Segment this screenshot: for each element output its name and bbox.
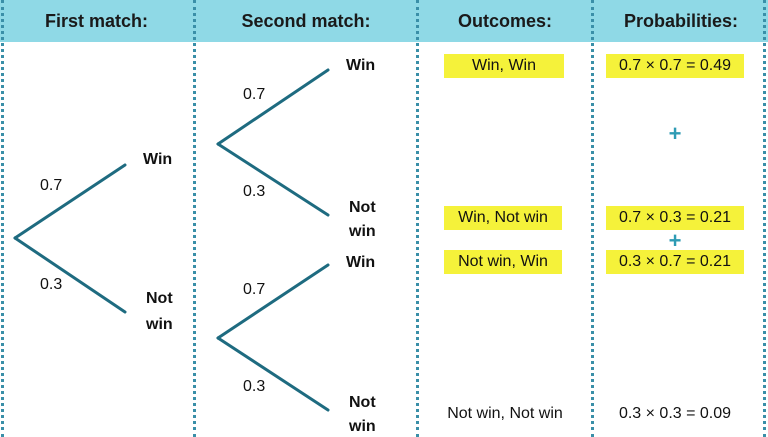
branch-first-notwin [13, 236, 127, 314]
plus-sign-1: + [668, 121, 682, 146]
divider-left [1, 0, 4, 437]
second-lower-notwin-label-1: Not [349, 394, 376, 411]
header-first-match: First match: [44, 11, 149, 31]
second-lower-notwin-prob: 0.3 [243, 378, 266, 395]
divider-2 [416, 0, 419, 437]
second-upper-notwin-prob: 0.3 [243, 183, 266, 200]
branch-second-upper-win [216, 68, 330, 146]
first-win-label: Win [143, 151, 173, 168]
divider-3 [591, 0, 594, 437]
first-notwin-label-1: Not [146, 290, 173, 307]
second-upper-win-prob: 0.7 [243, 86, 266, 103]
outcome-1: Win, Win [444, 54, 564, 78]
outcome-3: Not win, Win [444, 250, 562, 274]
second-lower-win-label: Win [346, 254, 376, 271]
probability-1: 0.7 × 0.7 = 0.49 [606, 54, 744, 78]
second-lower-win-prob: 0.7 [243, 281, 266, 298]
probability-4: 0.3 × 0.3 = 0.09 [618, 405, 732, 422]
header-probabilities: Probabilities: [623, 11, 739, 31]
probability-2: 0.7 × 0.3 = 0.21 [606, 206, 744, 230]
first-win-prob: 0.7 [40, 177, 63, 194]
second-upper-notwin-label-2: win [349, 223, 376, 240]
first-notwin-label-2: win [146, 316, 173, 333]
plus-sign-2: + [668, 228, 682, 253]
outcome-4: Not win, Not win [447, 405, 563, 422]
divider-1 [193, 0, 196, 437]
probability-3: 0.3 × 0.7 = 0.21 [606, 250, 744, 274]
outcome-2: Win, Not win [444, 206, 562, 230]
second-upper-notwin-label-1: Not [349, 199, 376, 216]
second-upper-win-label: Win [346, 57, 376, 74]
branch-second-lower-notwin [216, 336, 330, 412]
branch-first-win [13, 163, 127, 240]
divider-right [763, 0, 766, 437]
second-lower-notwin-label-2: win [349, 418, 376, 435]
branch-second-upper-notwin [216, 142, 330, 217]
first-notwin-prob: 0.3 [40, 276, 63, 293]
branch-second-lower-win [216, 263, 330, 340]
header-second-match: Second match: [241, 11, 371, 31]
header-bar [0, 0, 768, 42]
header-outcomes: Outcomes: [457, 11, 553, 31]
